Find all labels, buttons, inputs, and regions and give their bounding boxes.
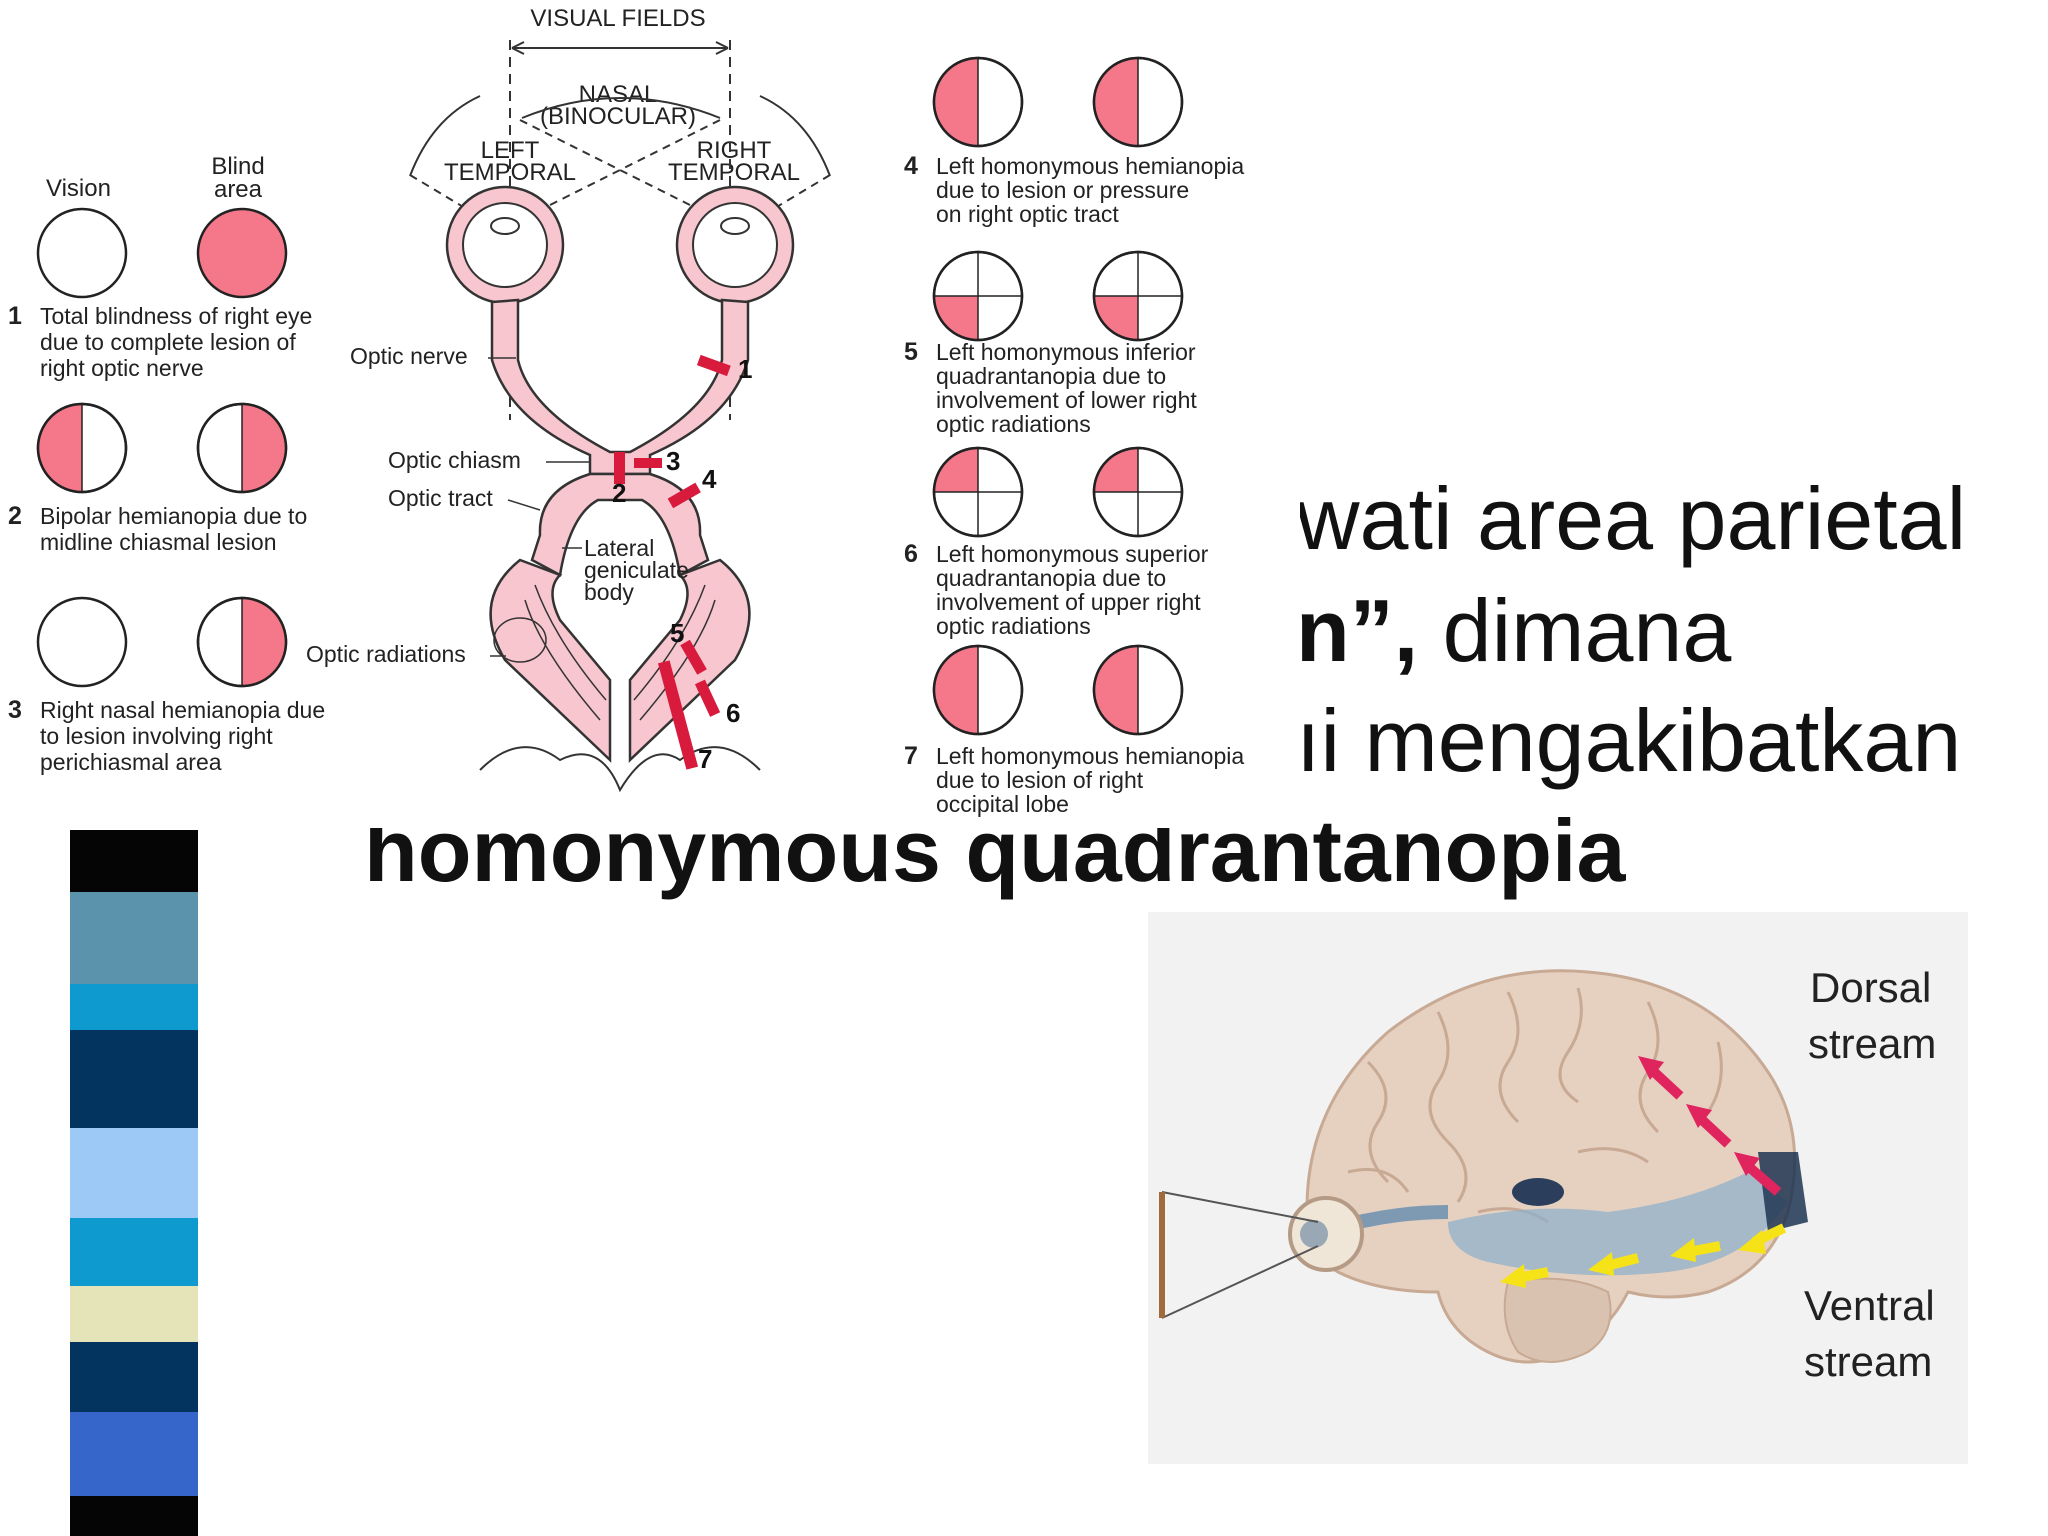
lesion-number: 5 [670, 618, 684, 648]
vision-column-label: Vision [46, 175, 111, 202]
case-text: on right optic tract [936, 201, 1119, 227]
case-text: due to complete lesion of [40, 329, 296, 355]
case-text: due to lesion or pressure [936, 177, 1189, 203]
case-number: 1 [8, 302, 22, 330]
case-number: 2 [8, 502, 22, 530]
blind-area-half [934, 58, 978, 146]
case-text: Left homonymous hemianopia [936, 743, 1244, 769]
blind-area-half [38, 404, 82, 492]
blind-area-quadrant [934, 296, 978, 340]
ventral-stream-label: Ventral [1804, 1282, 1935, 1329]
stripe-segment [70, 1412, 198, 1496]
visual-pathway-diagram: VISUAL FIELDS NASAL (BINOCULAR) LEFT TEM… [0, 0, 1300, 828]
stripe-segment [70, 1496, 198, 1536]
lesion-number: 6 [726, 698, 740, 728]
vision-circle [36, 596, 128, 688]
stripe-segment [70, 1030, 198, 1128]
blind-area-half [1094, 646, 1138, 734]
blind-area-half [242, 404, 286, 492]
lesion-number: 7 [698, 744, 712, 774]
lesion-mark-7 [657, 660, 699, 770]
stripe-segment [70, 1342, 198, 1412]
lesion-number: 2 [612, 478, 626, 508]
lesion-number: 3 [666, 446, 680, 476]
case-text: optic radiations [936, 613, 1091, 639]
dorsal-stream-label: Dorsal [1810, 964, 1931, 1011]
case-text: Left homonymous superior [936, 541, 1209, 567]
dorsal-stream-label: stream [1808, 1020, 1936, 1067]
right-temporal-label: RIGHT [697, 137, 772, 164]
case-text: occipital lobe [936, 791, 1069, 817]
case-text: Right nasal hemianopia due [40, 697, 325, 723]
case-text: perichiasmal area [40, 749, 222, 775]
lgb-label: geniculate [584, 557, 689, 583]
blind-area-label: area [214, 176, 263, 203]
case-number: 3 [8, 696, 22, 724]
blind-area-quadrant [934, 448, 978, 492]
case-text: due to lesion of right [936, 767, 1144, 793]
ventral-stream-arrows [1500, 1223, 1787, 1288]
slide-text-line-1: wati area parietal [1296, 469, 1967, 568]
blind-area-quadrant [1094, 296, 1138, 340]
optic-chiasm-label: Optic chiasm [388, 447, 521, 473]
brain-streams-image: Dorsal stream Ventral stream [1148, 912, 1968, 1464]
optic-tract-label: Optic tract [388, 485, 493, 511]
stripe-segment [70, 1218, 198, 1286]
lesion-number: 1 [738, 354, 752, 384]
blind-area-circle [196, 207, 288, 299]
vision-circle [36, 207, 128, 299]
ventral-stream-label: stream [1804, 1338, 1932, 1385]
stripe-segment [70, 892, 198, 984]
visual-fields-header: VISUAL FIELDS [530, 5, 705, 32]
case-number: 7 [904, 742, 918, 770]
case-text: Left homonymous hemianopia [936, 153, 1244, 179]
case-text: optic radiations [936, 411, 1091, 437]
case-text: quadrantanopia due to [936, 363, 1166, 389]
case-number: 6 [904, 540, 918, 568]
lgb-label: body [584, 579, 634, 605]
lgb-label: Lateral [584, 535, 654, 561]
lesion-mark-2 [614, 452, 625, 484]
lesion-mark-6 [694, 679, 721, 717]
brain-svg: Dorsal stream Ventral stream [1148, 912, 1968, 1464]
lesion-number: 4 [702, 464, 717, 494]
case-text: Bipolar hemianopia due to [40, 503, 307, 529]
optic-radiations-label: Optic radiations [306, 641, 466, 667]
case-text: Left homonymous inferior [936, 339, 1196, 365]
blind-area-quadrant [1094, 448, 1138, 492]
slide-text-line-2: n”, dimana [1296, 580, 1731, 682]
lesion-mark-3 [634, 458, 662, 468]
right-temporal-label: TEMPORAL [668, 159, 800, 186]
case-text: to lesion involving right [40, 723, 273, 749]
case-number: 5 [904, 338, 918, 366]
case-text: involvement of upper right [936, 589, 1201, 615]
stripe-segment [70, 830, 198, 892]
blind-area-label: Blind [211, 153, 264, 180]
case-text: Total blindness of right eye [40, 303, 312, 329]
blind-area-half [934, 646, 978, 734]
binocular-label: (BINOCULAR) [540, 103, 696, 130]
case-number: 4 [904, 152, 918, 180]
blind-area-half [1094, 58, 1138, 146]
stripe-segment [70, 1286, 198, 1342]
lesion-mark-1 [696, 354, 731, 377]
case-text: right optic nerve [40, 355, 204, 381]
nasal-label: NASAL [579, 81, 658, 108]
case-text: midline chiasmal lesion [40, 529, 277, 555]
lesion-mark-4 [667, 482, 701, 509]
case-text: quadrantanopia due to [936, 565, 1166, 591]
decorative-stripe-bar [70, 830, 198, 1536]
stripe-segment [70, 984, 198, 1030]
optic-nerve-label: Optic nerve [350, 343, 468, 369]
dorsal-stream-arrows [1638, 1056, 1782, 1196]
case-text: involvement of lower right [936, 387, 1197, 413]
visual-pathway-svg: VISUAL FIELDS NASAL (BINOCULAR) LEFT TEM… [8, 5, 1244, 817]
stripe-segment [70, 1128, 198, 1218]
lesion-mark-5 [680, 639, 707, 675]
slide-text-rest: dimana [1418, 581, 1732, 680]
slide-text-bold: n”, [1296, 581, 1419, 680]
blind-area-half [242, 598, 286, 686]
slide-text-line-3: ıi mengakibatkan [1296, 691, 1962, 790]
